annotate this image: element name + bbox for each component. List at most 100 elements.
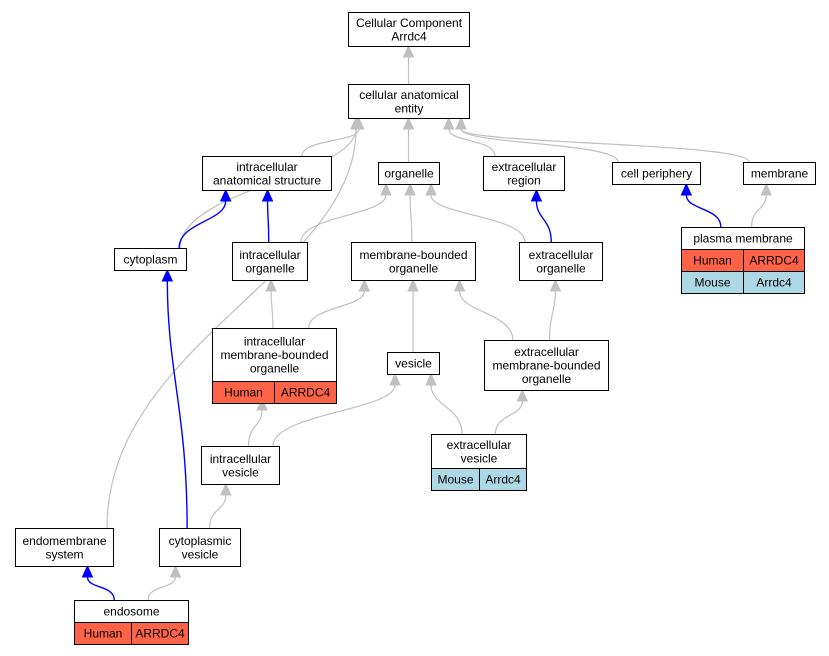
edge-mem-to-cae: [460, 128, 750, 163]
edge-head-ecv-to-ves: [425, 372, 437, 386]
edge-imbo-to-mbo: [308, 290, 365, 329]
node-imbo-label-line-0: intracellular: [244, 335, 305, 349]
node-ecv-label-line-1: vesicle: [461, 451, 498, 465]
node-cae-box: [348, 84, 470, 119]
node-org[interactable]: organelle: [378, 162, 440, 185]
node-ias-label-line-0: intracellular: [236, 160, 297, 174]
node-ecmbo-label-line-1: membrane-bounded: [492, 359, 600, 373]
node-ecmbo-box: [484, 340, 609, 391]
edge-head-ecv-to-ecmbo: [516, 388, 529, 402]
edge-imbo-to-io: [270, 290, 274, 329]
node-ems-label-line-1: system: [45, 547, 83, 561]
node-cp[interactable]: cell periphery: [612, 162, 701, 185]
node-endo-gene-cell: [131, 622, 189, 645]
edge-cv-to-cyto: [166, 280, 188, 529]
edge-head-iv-to-imbo: [256, 397, 268, 411]
edge-cp-to-cae: [460, 128, 619, 163]
edge-head-cv-to-iv: [220, 482, 232, 496]
node-cyto[interactable]: cytoplasm: [114, 248, 187, 271]
node-io-box: [232, 242, 308, 281]
node-endo-label-line-0: endosome: [103, 605, 159, 619]
edge-head-io-to-ias: [261, 188, 274, 202]
edge-mbo-to-org: [409, 194, 413, 243]
node-ems-label-line-0: endomembrane: [22, 534, 106, 548]
edge-pm-to-cp: [685, 194, 722, 228]
node-imbo-species-label: Human: [224, 386, 263, 400]
node-ems-box: [15, 528, 114, 567]
edge-eco-to-org: [430, 194, 526, 243]
edge-head-eco-to-ecr: [530, 188, 543, 202]
node-ves[interactable]: vesicle: [387, 352, 440, 375]
edge-head-ecmbo-to-mbo: [453, 278, 466, 292]
edge-head-mem-to-cae: [455, 116, 467, 130]
edge-ecmbo-to-mbo: [458, 290, 514, 341]
edge-endo-to-ems: [86, 576, 115, 601]
node-ecv-gene-cell: [479, 468, 527, 491]
node-mem-box: [743, 162, 816, 185]
edge-endo-to-cv: [147, 576, 177, 601]
edge-ias-to-cae: [301, 128, 360, 157]
node-ves-box: [387, 352, 440, 375]
edge-cv-to-iv: [209, 494, 227, 529]
node-cyto-box: [114, 248, 187, 271]
edge-head-endo-to-ems: [81, 564, 94, 578]
node-eco-box: [519, 242, 603, 281]
node-pm-species-label: Human: [693, 254, 732, 268]
node-cv-label-line-1: vesicle: [182, 547, 219, 561]
node-imbo-label-line-1: membrane-bounded: [220, 348, 328, 362]
node-mbo-box: [351, 242, 476, 281]
node-ecmbo-label-line-0: extracellular: [514, 345, 579, 359]
node-ecv-gene-label: Arrdc4: [485, 473, 521, 487]
node-pm-species-label: Mouse: [694, 276, 730, 290]
node-root-label-line-1: Arrdc4: [391, 29, 427, 43]
edges-layer: [81, 44, 773, 601]
node-ecmbo-label-line-2: organelle: [522, 372, 572, 386]
edge-head-cae-to-root: [402, 44, 415, 58]
edge-head-io-to-org: [380, 182, 392, 196]
edge-head-pm-to-cp: [680, 182, 693, 196]
edge-head-cyto-to-ias: [219, 188, 232, 202]
node-mbo-label-line-1: organelle: [389, 261, 439, 275]
node-pm-gene-label: Arrdc4: [756, 276, 792, 290]
node-pm-gene-label: ARRDC4: [749, 254, 799, 268]
node-ias-label-line-1: anatomical structure: [213, 173, 321, 187]
edge-head-ves-to-mbo: [407, 278, 419, 292]
node-root-box: [348, 12, 470, 47]
node-cv-label-line-0: cytoplasmic: [169, 534, 232, 548]
node-ecv-label-line-0: extracellular: [447, 438, 512, 452]
node-cyto-label-line-0: cytoplasm: [123, 253, 177, 267]
node-imbo[interactable]: intracellularmembrane-boundedorganelleHu…: [212, 328, 337, 404]
node-pm-label-line-0: plasma membrane: [693, 232, 793, 246]
node-root-label-line-0: Cellular Component: [356, 16, 463, 30]
edge-ecv-to-ecmbo: [494, 400, 523, 435]
edge-eco-to-ecr: [535, 200, 552, 243]
node-mem[interactable]: membrane: [743, 162, 816, 185]
node-org-label-line-0: organelle: [384, 167, 434, 181]
edge-head-ecmbo-to-eco: [549, 278, 562, 292]
edge-head-endo-to-cv: [169, 564, 182, 578]
node-imbo-gene-label: ARRDC4: [281, 386, 331, 400]
node-cae-label-line-0: cellular anatomical: [359, 88, 458, 102]
node-ecr-box: [483, 156, 565, 191]
edge-ecv-to-ves: [430, 384, 463, 435]
node-io-label-line-1: organelle: [245, 261, 295, 275]
node-imbo-label-line-2: organelle: [250, 362, 300, 376]
edge-io-to-org: [300, 194, 387, 243]
edge-ems-to-cae: [106, 128, 357, 529]
